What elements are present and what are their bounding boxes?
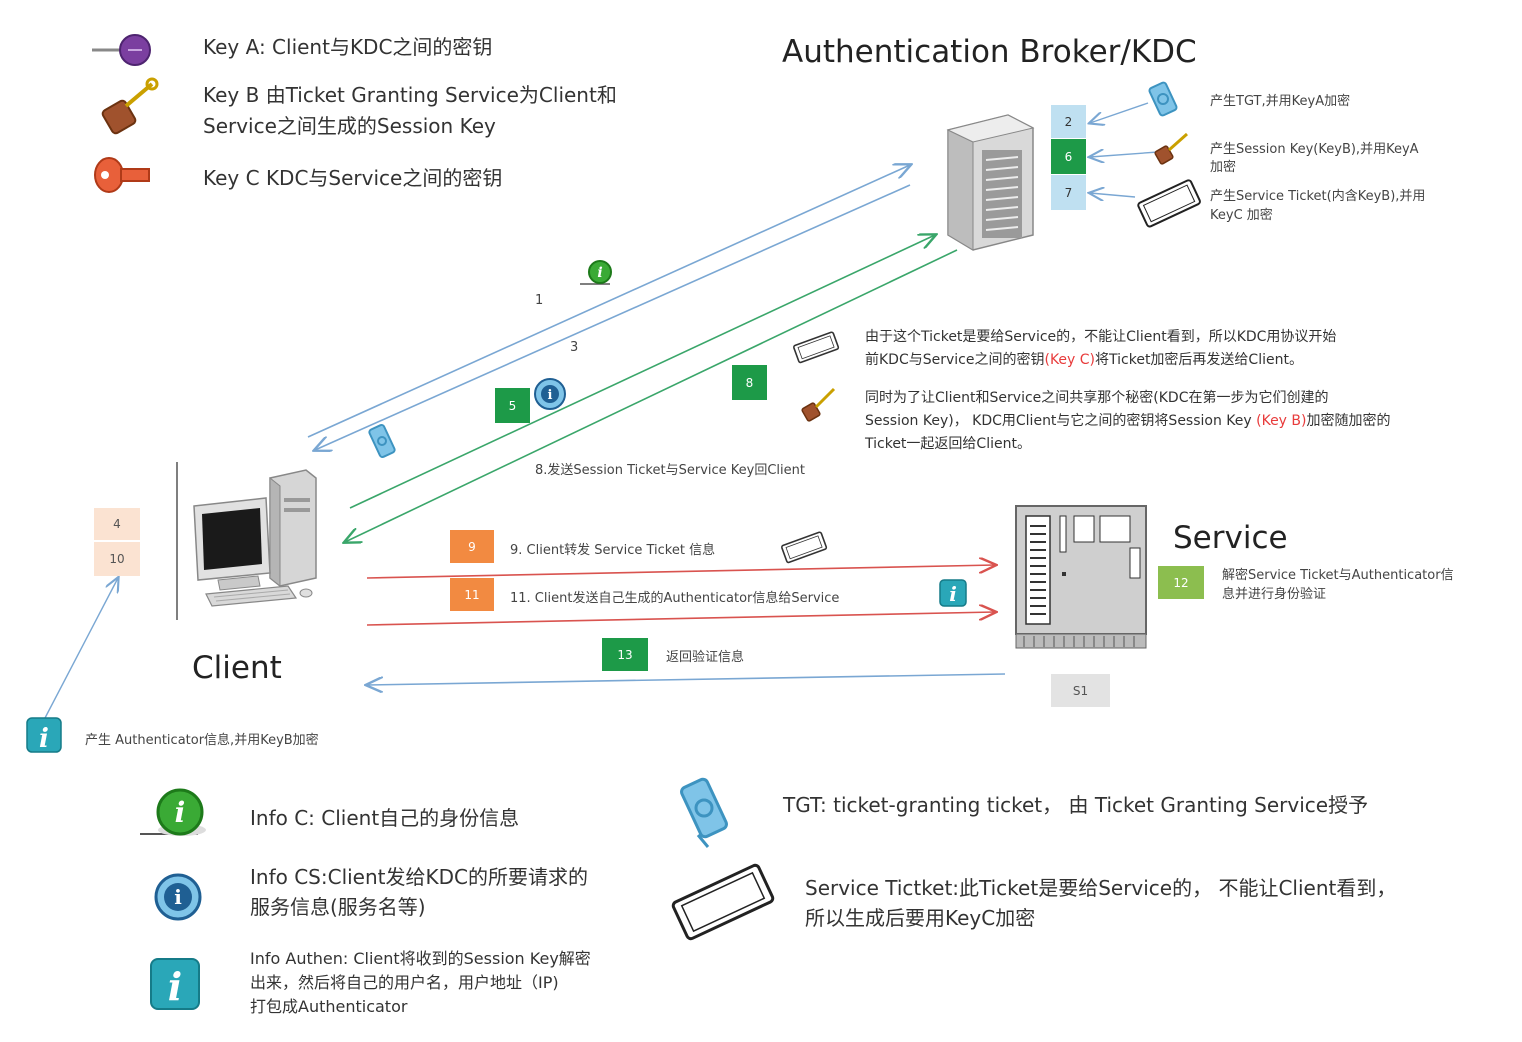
arrow-5 bbox=[349, 235, 935, 509]
service-ticket-icon-flow bbox=[793, 331, 840, 364]
svg-text:i: i bbox=[949, 582, 957, 606]
svg-text:i: i bbox=[597, 265, 602, 281]
step-box-13: 13 bbox=[602, 638, 648, 671]
svg-text:i: i bbox=[175, 796, 186, 829]
step-label-3: 3 bbox=[570, 340, 579, 355]
legend-tgt: TGT: ticket-granting ticket， 由 Ticket Gr… bbox=[783, 793, 1369, 817]
client-authenticator-note: 产生 Authenticator信息,并用KeyB加密 bbox=[85, 733, 319, 748]
kdc-note-session-key-line1: 产生Session Key(KeyB),并用KeyA bbox=[1210, 142, 1419, 157]
legend-info-authen-line3: 打包成Authenticator bbox=[250, 997, 408, 1016]
step-label-8: 8.发送Session Ticket与Service Key回Client bbox=[535, 463, 805, 478]
tgt-ticket-icon-flow bbox=[368, 424, 396, 458]
client-step-4: 4 bbox=[94, 508, 140, 540]
legend-info-authen-line1: Info Authen: Client将收到的Session Key解密 bbox=[250, 949, 591, 968]
kdc-server-icon bbox=[946, 114, 1035, 251]
info-c-icon-flow: i bbox=[580, 260, 612, 285]
arrow-8 bbox=[345, 249, 958, 542]
key-c-icon bbox=[94, 157, 150, 193]
arrow-kdc-6 bbox=[1090, 152, 1159, 157]
step-label-11: 11. Client发送自己生成的Authenticator信息给Service bbox=[510, 591, 840, 606]
step-box-9: 9 bbox=[450, 530, 494, 563]
explanation-p1-line2: 前KDC与Service之间的密钥(Key C)将Ticket加密后再发送给Cl… bbox=[865, 349, 1303, 369]
legend-key-c: Key C KDC与Service之间的密钥 bbox=[203, 166, 503, 190]
explanation-p2-line2: Session Key)， KDC用Client与它之间的密钥将Session … bbox=[865, 410, 1391, 430]
arrow-kdc-2 bbox=[1090, 102, 1149, 123]
info-authen-icon-client: i bbox=[26, 717, 62, 754]
tgt-ticket-icon bbox=[1148, 81, 1178, 117]
kdc-note-service-ticket-line1: 产生Service Ticket(内含KeyB),并用 bbox=[1210, 189, 1426, 204]
legend-key-a: Key A: Client与KDC之间的密钥 bbox=[203, 35, 493, 59]
info-authen-icon: i bbox=[150, 958, 200, 1010]
legend-key-b-line1: Key B 由Ticket Granting Service为Client和 bbox=[203, 83, 617, 107]
legend-key-b-line2: Service之间生成的Session Key bbox=[203, 114, 496, 138]
kdc-note-service-ticket-line2: KeyC 加密 bbox=[1210, 208, 1273, 223]
kdc-note-session-key-line2: 加密 bbox=[1210, 160, 1237, 175]
service-ticket-legend-icon bbox=[671, 863, 775, 941]
client-title: Client bbox=[192, 650, 282, 686]
session-key-icon-flow bbox=[801, 387, 836, 422]
legend-info-c: Info C: Client自己的身份信息 bbox=[250, 806, 520, 830]
arrow-1 bbox=[307, 165, 910, 438]
tgt-icon bbox=[680, 777, 728, 848]
key-a-icon bbox=[92, 34, 151, 66]
explanation-p2-line1: 同时为了让Client和Service之间共享那个秘密(KDC在第一步为它们创建… bbox=[865, 390, 1329, 406]
service-server-icon bbox=[1015, 505, 1147, 649]
svg-text:i: i bbox=[548, 388, 553, 403]
arrow-3 bbox=[315, 184, 911, 450]
client-step-10: 10 bbox=[94, 542, 140, 576]
arrow-13 bbox=[367, 673, 1006, 685]
service-step-12: 12 bbox=[1158, 566, 1204, 599]
svg-text:i: i bbox=[168, 964, 182, 1009]
arrow-9 bbox=[366, 565, 995, 579]
kdc-step-7: 7 bbox=[1051, 175, 1086, 210]
legend-service-ticket-line2: 所以生成后要用KeyC加密 bbox=[805, 906, 1036, 930]
info-authen-icon-flow: i bbox=[939, 579, 967, 607]
explanation-p2-line2-b: 加密随加密的 bbox=[1306, 413, 1391, 429]
arrow-authenticator bbox=[44, 578, 118, 719]
arrow-11 bbox=[366, 612, 995, 626]
kdc-note-tgt: 产生TGT,并用KeyA加密 bbox=[1210, 94, 1351, 109]
legend-info-authen-line2: 出来，然后将自己的用户名，用户地址（IP) bbox=[250, 973, 559, 992]
session-key-icon bbox=[1154, 132, 1188, 165]
step-box-8: 8 bbox=[732, 365, 767, 400]
legend-info-cs-line1: Info CS:Client发给KDC的所要请求的 bbox=[250, 865, 588, 889]
svg-text:i: i bbox=[39, 724, 49, 754]
explanation-p2-line3: Ticket一起返回给Client。 bbox=[865, 436, 1031, 452]
arrow-kdc-7 bbox=[1090, 193, 1136, 197]
service-note-line1: 解密Service Ticket与Authenticator信 bbox=[1222, 568, 1454, 583]
explanation-p2-line2-a: Session Key)， KDC用Client与它之间的密钥将Session … bbox=[865, 413, 1257, 429]
explanation-p1-line2-b: 将Ticket加密后再发送给Client。 bbox=[1095, 352, 1303, 368]
service-note-line2: 息并进行身份验证 bbox=[1222, 587, 1327, 602]
step-box-5: 5 bbox=[495, 388, 530, 423]
step-box-s1: S1 bbox=[1051, 674, 1110, 707]
kdc-step-2: 2 bbox=[1051, 105, 1086, 138]
explanation-p1-line1: 由于这个Ticket是要给Service的，不能让Client看到，所以KDC用… bbox=[865, 329, 1337, 345]
legend-info-cs-line2: 服务信息(服务名等) bbox=[250, 895, 426, 919]
step-label-9: 9. Client转发 Service Ticket 信息 bbox=[510, 543, 716, 558]
service-ticket-icon-step9 bbox=[781, 531, 828, 564]
step-label-13: 返回验证信息 bbox=[666, 650, 745, 665]
service-title: Service bbox=[1173, 520, 1288, 556]
client-computer-icon bbox=[193, 469, 317, 607]
info-cs-icon: i bbox=[154, 873, 202, 921]
svg-text:i: i bbox=[174, 885, 182, 909]
explanation-key-b-highlight: (Key B) bbox=[1256, 413, 1307, 429]
service-ticket-icon bbox=[1137, 179, 1201, 228]
info-cs-icon-flow: i bbox=[534, 378, 566, 410]
explanation-key-c-highlight: (Key C) bbox=[1044, 352, 1096, 368]
step-box-11: 11 bbox=[450, 578, 494, 611]
step-label-1: 1 bbox=[535, 293, 544, 308]
kdc-step-6: 6 bbox=[1051, 139, 1086, 174]
info-c-icon: i bbox=[140, 788, 206, 836]
legend-service-ticket-line1: Service Tictket:此Ticket是要给Service的， 不能让C… bbox=[805, 876, 1397, 900]
key-b-icon bbox=[101, 77, 159, 135]
explanation-p1-line2-a: 前KDC与Service之间的密钥 bbox=[865, 352, 1045, 368]
kdc-title: Authentication Broker/KDC bbox=[782, 34, 1197, 70]
